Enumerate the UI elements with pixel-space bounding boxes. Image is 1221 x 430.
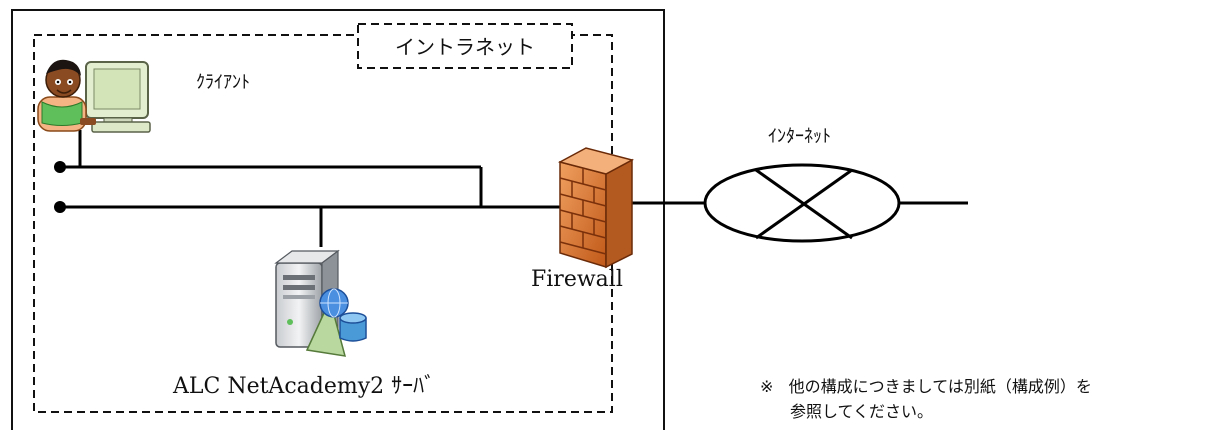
bus-endpoint-bottom: [54, 201, 66, 213]
note-line-1: 他の構成につきましては別紙（構成例）を: [788, 377, 1092, 396]
intranet-label-box: [357, 23, 573, 69]
bus-endpoint-top: [54, 161, 66, 173]
intranet-boundary: [33, 34, 613, 413]
network-lines: [60, 130, 968, 247]
note-mark: ※: [760, 377, 774, 396]
internet-cloud-x-icon: [703, 163, 901, 243]
outer-frame: [11, 9, 665, 430]
server-icon: [274, 249, 367, 357]
footnote: ※ 他の構成につきましては別紙（構成例）を 参照してください。: [760, 374, 1220, 424]
intranet-label: イントラネット: [395, 35, 535, 59]
firewall-label: Firewall: [531, 267, 623, 292]
user-at-computer-icon: [37, 59, 151, 133]
note-line-2: 参照してください。: [790, 402, 934, 421]
internet-label: ｲﾝﾀｰﾈｯﾄ: [768, 126, 831, 147]
client-label: ｸﾗｲｱﾝﾄ: [196, 72, 250, 93]
server-label: ALC NetAcademy2 ｻｰﾊﾞ: [172, 374, 435, 399]
brick-wall-icon: [557, 147, 635, 269]
